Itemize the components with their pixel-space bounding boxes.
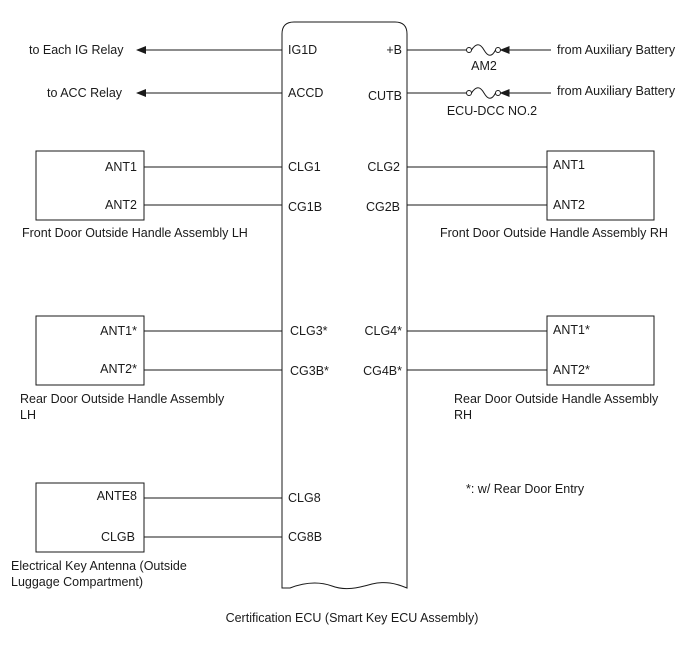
ecu-name-label: Certification ECU (Smart Key ECU Assembl…: [226, 611, 479, 625]
ig-relay-label: to Each IG Relay: [29, 43, 124, 57]
fuse-am2-icon: [471, 44, 496, 56]
ecu-pin-cutb: CUTB: [368, 89, 402, 103]
luggage-antenna-box: [35, 482, 145, 553]
ecu-pin-cg1b: CG1B: [288, 200, 322, 214]
fuse-dcc-terminal-left: [466, 90, 472, 96]
rear-lh-box: [35, 315, 145, 386]
rear-rh-box: [546, 315, 655, 386]
acc-relay-label: to ACC Relay: [47, 86, 123, 100]
front-lh-label: Front Door Outside Handle Assembly LH: [22, 226, 248, 240]
ecu-pin-clg4: CLG4*: [364, 324, 402, 338]
luggage-pin-ante8: ANTE8: [97, 489, 137, 503]
front-rh-label: Front Door Outside Handle Assembly RH: [440, 226, 668, 240]
front-rh-box: [546, 150, 655, 221]
front-lh-box: [35, 150, 145, 221]
fuse-dcc-icon: [471, 87, 496, 99]
front-rh-pin-ant1: ANT1: [553, 158, 585, 172]
fuse-dcc-terminal-right: [495, 90, 501, 96]
ecu-pin-plus-b: +B: [386, 43, 402, 57]
ecu-pin-cg3b: CG3B*: [290, 364, 329, 378]
rear-rh-label-line2: RH: [454, 408, 472, 422]
rear-rh-label-line1: Rear Door Outside Handle Assembly: [454, 392, 659, 406]
fuse-am2-label: AM2: [471, 59, 497, 73]
footnote: *: w/ Rear Door Entry: [466, 482, 585, 496]
luggage-label-line1: Electrical Key Antenna (Outside: [11, 559, 187, 573]
fuse-am2-terminal-right: [495, 47, 501, 53]
ecu-pin-clg2: CLG2: [367, 160, 400, 174]
aux-battery-label-2: from Auxiliary Battery: [557, 84, 676, 98]
front-rh-pin-ant2: ANT2: [553, 198, 585, 212]
ecu-pin-accd: ACCD: [288, 86, 323, 100]
rear-lh-pin-ant1: ANT1*: [100, 324, 137, 338]
front-lh-pin-ant1: ANT1: [105, 160, 137, 174]
aux-battery-label-1: from Auxiliary Battery: [557, 43, 676, 57]
rear-lh-pin-ant2: ANT2*: [100, 362, 137, 376]
rear-lh-label-line2: LH: [20, 408, 36, 422]
ecu-pin-clg1: CLG1: [288, 160, 321, 174]
fuse-am2-terminal-left: [466, 47, 472, 53]
rear-rh-pin-ant2: ANT2*: [553, 363, 590, 377]
rear-rh-pin-ant1: ANT1*: [553, 323, 590, 337]
ecu-pin-cg8b: CG8B: [288, 530, 322, 544]
ecu-pin-cg4b: CG4B*: [363, 364, 402, 378]
front-lh-pin-ant2: ANT2: [105, 198, 137, 212]
rear-lh-label-line1: Rear Door Outside Handle Assembly: [20, 392, 225, 406]
ecu-pin-cg2b: CG2B: [366, 200, 400, 214]
ecu-pin-clg8: CLG8: [288, 491, 321, 505]
luggage-pin-clgb: CLGB: [101, 530, 135, 544]
luggage-label-line2: Luggage Compartment): [11, 575, 143, 589]
ecu-pin-ig1d: IG1D: [288, 43, 317, 57]
fuse-dcc-label: ECU-DCC NO.2: [447, 104, 537, 118]
ecu-body: [281, 21, 408, 590]
ecu-pin-clg3: CLG3*: [290, 324, 328, 338]
